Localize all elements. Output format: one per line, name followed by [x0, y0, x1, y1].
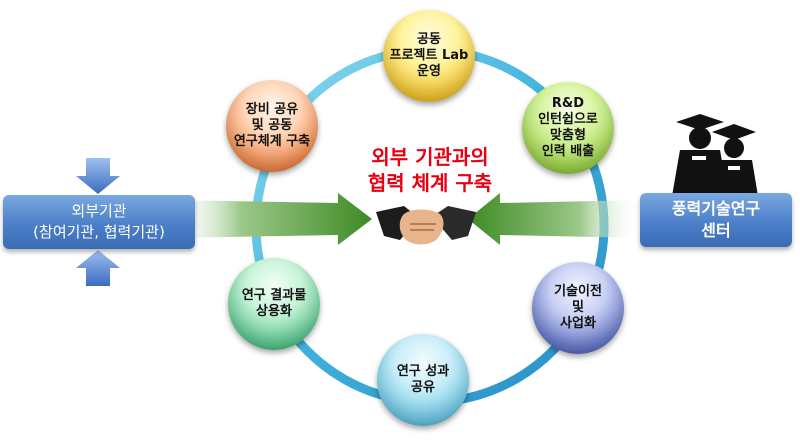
- wind-research-center-box: 풍력기술연구 센터: [640, 193, 792, 247]
- node-research-sharing-label: 연구 성과 공유: [396, 364, 450, 395]
- node-joint-project-lab: 공동 프로젝트 Lab 운영: [383, 10, 475, 102]
- center-title-line1: 외부 기관과의: [371, 145, 489, 169]
- right-box-line1: 풍력기술연구: [671, 199, 761, 218]
- center-title-line2: 협력 체계 구축: [367, 171, 493, 195]
- center-title: 외부 기관과의 협력 체계 구축: [335, 144, 525, 196]
- node-rnd-internship: R&D 인턴쉽으로 맞춤형 인력 배출: [522, 82, 614, 174]
- right-box-line2: 센터: [701, 221, 731, 240]
- left-box-line1: 외부기관: [71, 202, 127, 220]
- right-green-arrow: [468, 193, 640, 245]
- node-commercialization: 연구 결과물 상용화: [228, 258, 320, 350]
- node-research-sharing: 연구 성과 공유: [377, 334, 469, 426]
- graduates-icon: [672, 114, 758, 196]
- node-tech-transfer-label: 기술이전 및 사업화: [554, 284, 602, 331]
- node-rnd-internship-label: R&D 인턴쉽으로 맞춤형 인력 배출: [538, 96, 598, 159]
- handshake-icon: [376, 206, 476, 245]
- node-equipment-sharing: 장비 공유 및 공동 연구체계 구축: [226, 80, 318, 172]
- node-commercialization-label: 연구 결과물 상용화: [241, 288, 307, 319]
- external-institutions-box: 외부기관 (참여기관, 협력기관): [3, 195, 195, 249]
- node-joint-project-lab-label: 공동 프로젝트 Lab 운영: [389, 32, 469, 79]
- blue-up-arrow: [76, 250, 120, 286]
- node-equipment-sharing-label: 장비 공유 및 공동 연구체계 구축: [233, 102, 311, 149]
- node-tech-transfer: 기술이전 및 사업화: [532, 262, 624, 354]
- blue-down-arrow: [76, 158, 120, 194]
- left-box-line2: (참여기관, 협력기관): [33, 223, 165, 241]
- left-green-arrow: [170, 193, 372, 245]
